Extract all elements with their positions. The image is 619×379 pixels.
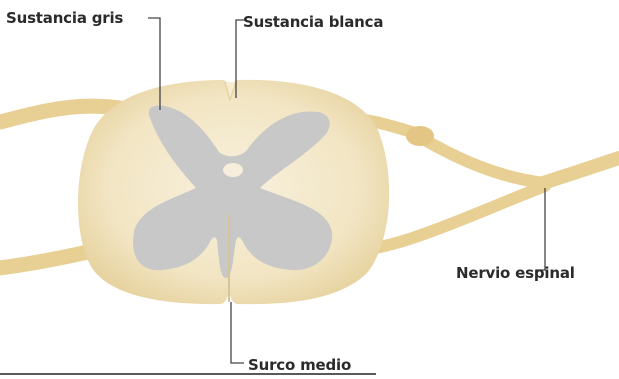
dorsal-root-to-junction	[425, 140, 545, 183]
leader-line-median-sulcus	[231, 302, 244, 363]
leader-line-spinal-nerve	[536, 188, 545, 270]
white-matter-label: Sustancia blanca	[243, 13, 383, 31]
central-canal	[223, 163, 243, 177]
spinal-nerve-label: Nervio espinal	[456, 264, 575, 282]
gray-matter-label: Sustancia gris	[6, 9, 123, 27]
spinal-nerve-trunk	[540, 158, 619, 184]
dorsal-root-ganglion	[406, 126, 434, 146]
median-sulcus-label: Surco medio	[248, 356, 351, 374]
